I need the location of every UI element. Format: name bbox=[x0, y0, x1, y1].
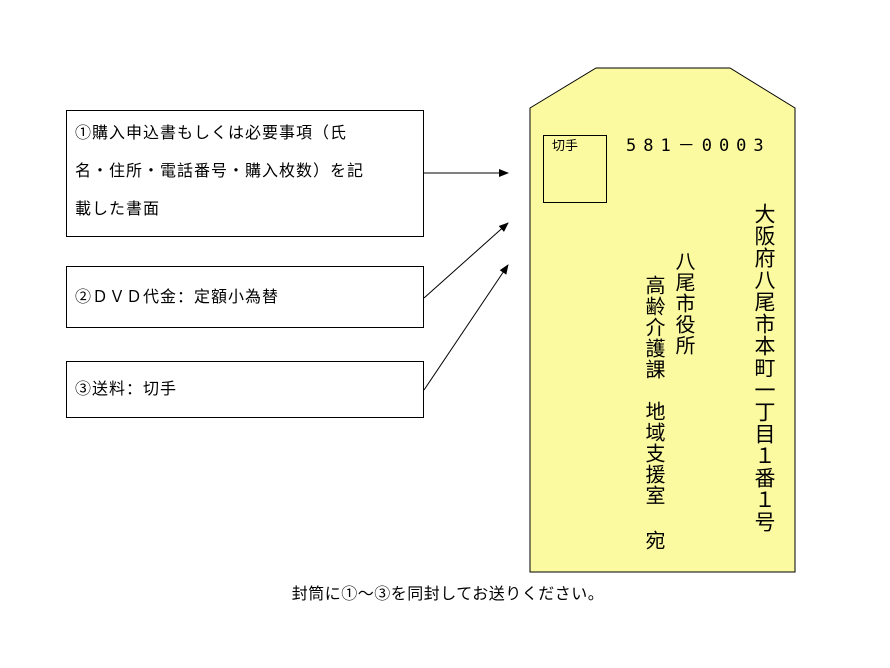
item-1-line-3: 載した書面 bbox=[75, 199, 161, 218]
recipient-line-2: 高齢介護課 地域支援室 bbox=[642, 275, 666, 506]
recipient-line-1: 八尾市役所 bbox=[672, 251, 696, 356]
stamp-label: 切手 bbox=[552, 139, 579, 154]
item-2-text: ②ＤＶＤ代金：定額小為替 bbox=[75, 287, 280, 306]
honorific: 宛 bbox=[642, 530, 666, 550]
address: 大阪府八尾市本町一丁目１番１号 bbox=[752, 203, 776, 533]
item-box-application: ①購入申込書もしくは必要事項（氏 名・住所・電話番号・購入枚数）を記 載した書面 bbox=[66, 110, 424, 237]
item-3-text: ③送料：切手 bbox=[75, 379, 178, 398]
stamp-box: 切手 bbox=[543, 135, 607, 203]
item-1-line-2: 名・住所・電話番号・購入枚数）を記 bbox=[75, 161, 365, 180]
caption: 封筒に①～③を同封してお送りください。 bbox=[291, 584, 605, 603]
item-box-dvd-payment: ②ＤＶＤ代金：定額小為替 bbox=[66, 266, 424, 328]
arrow-3 bbox=[423, 264, 509, 391]
item-box-postage: ③送料：切手 bbox=[66, 361, 424, 418]
item-1-line-1: ①購入申込書もしくは必要事項（氏 bbox=[75, 123, 348, 142]
postal-code: 581－0003 bbox=[626, 136, 771, 156]
arrow-2 bbox=[423, 222, 509, 299]
